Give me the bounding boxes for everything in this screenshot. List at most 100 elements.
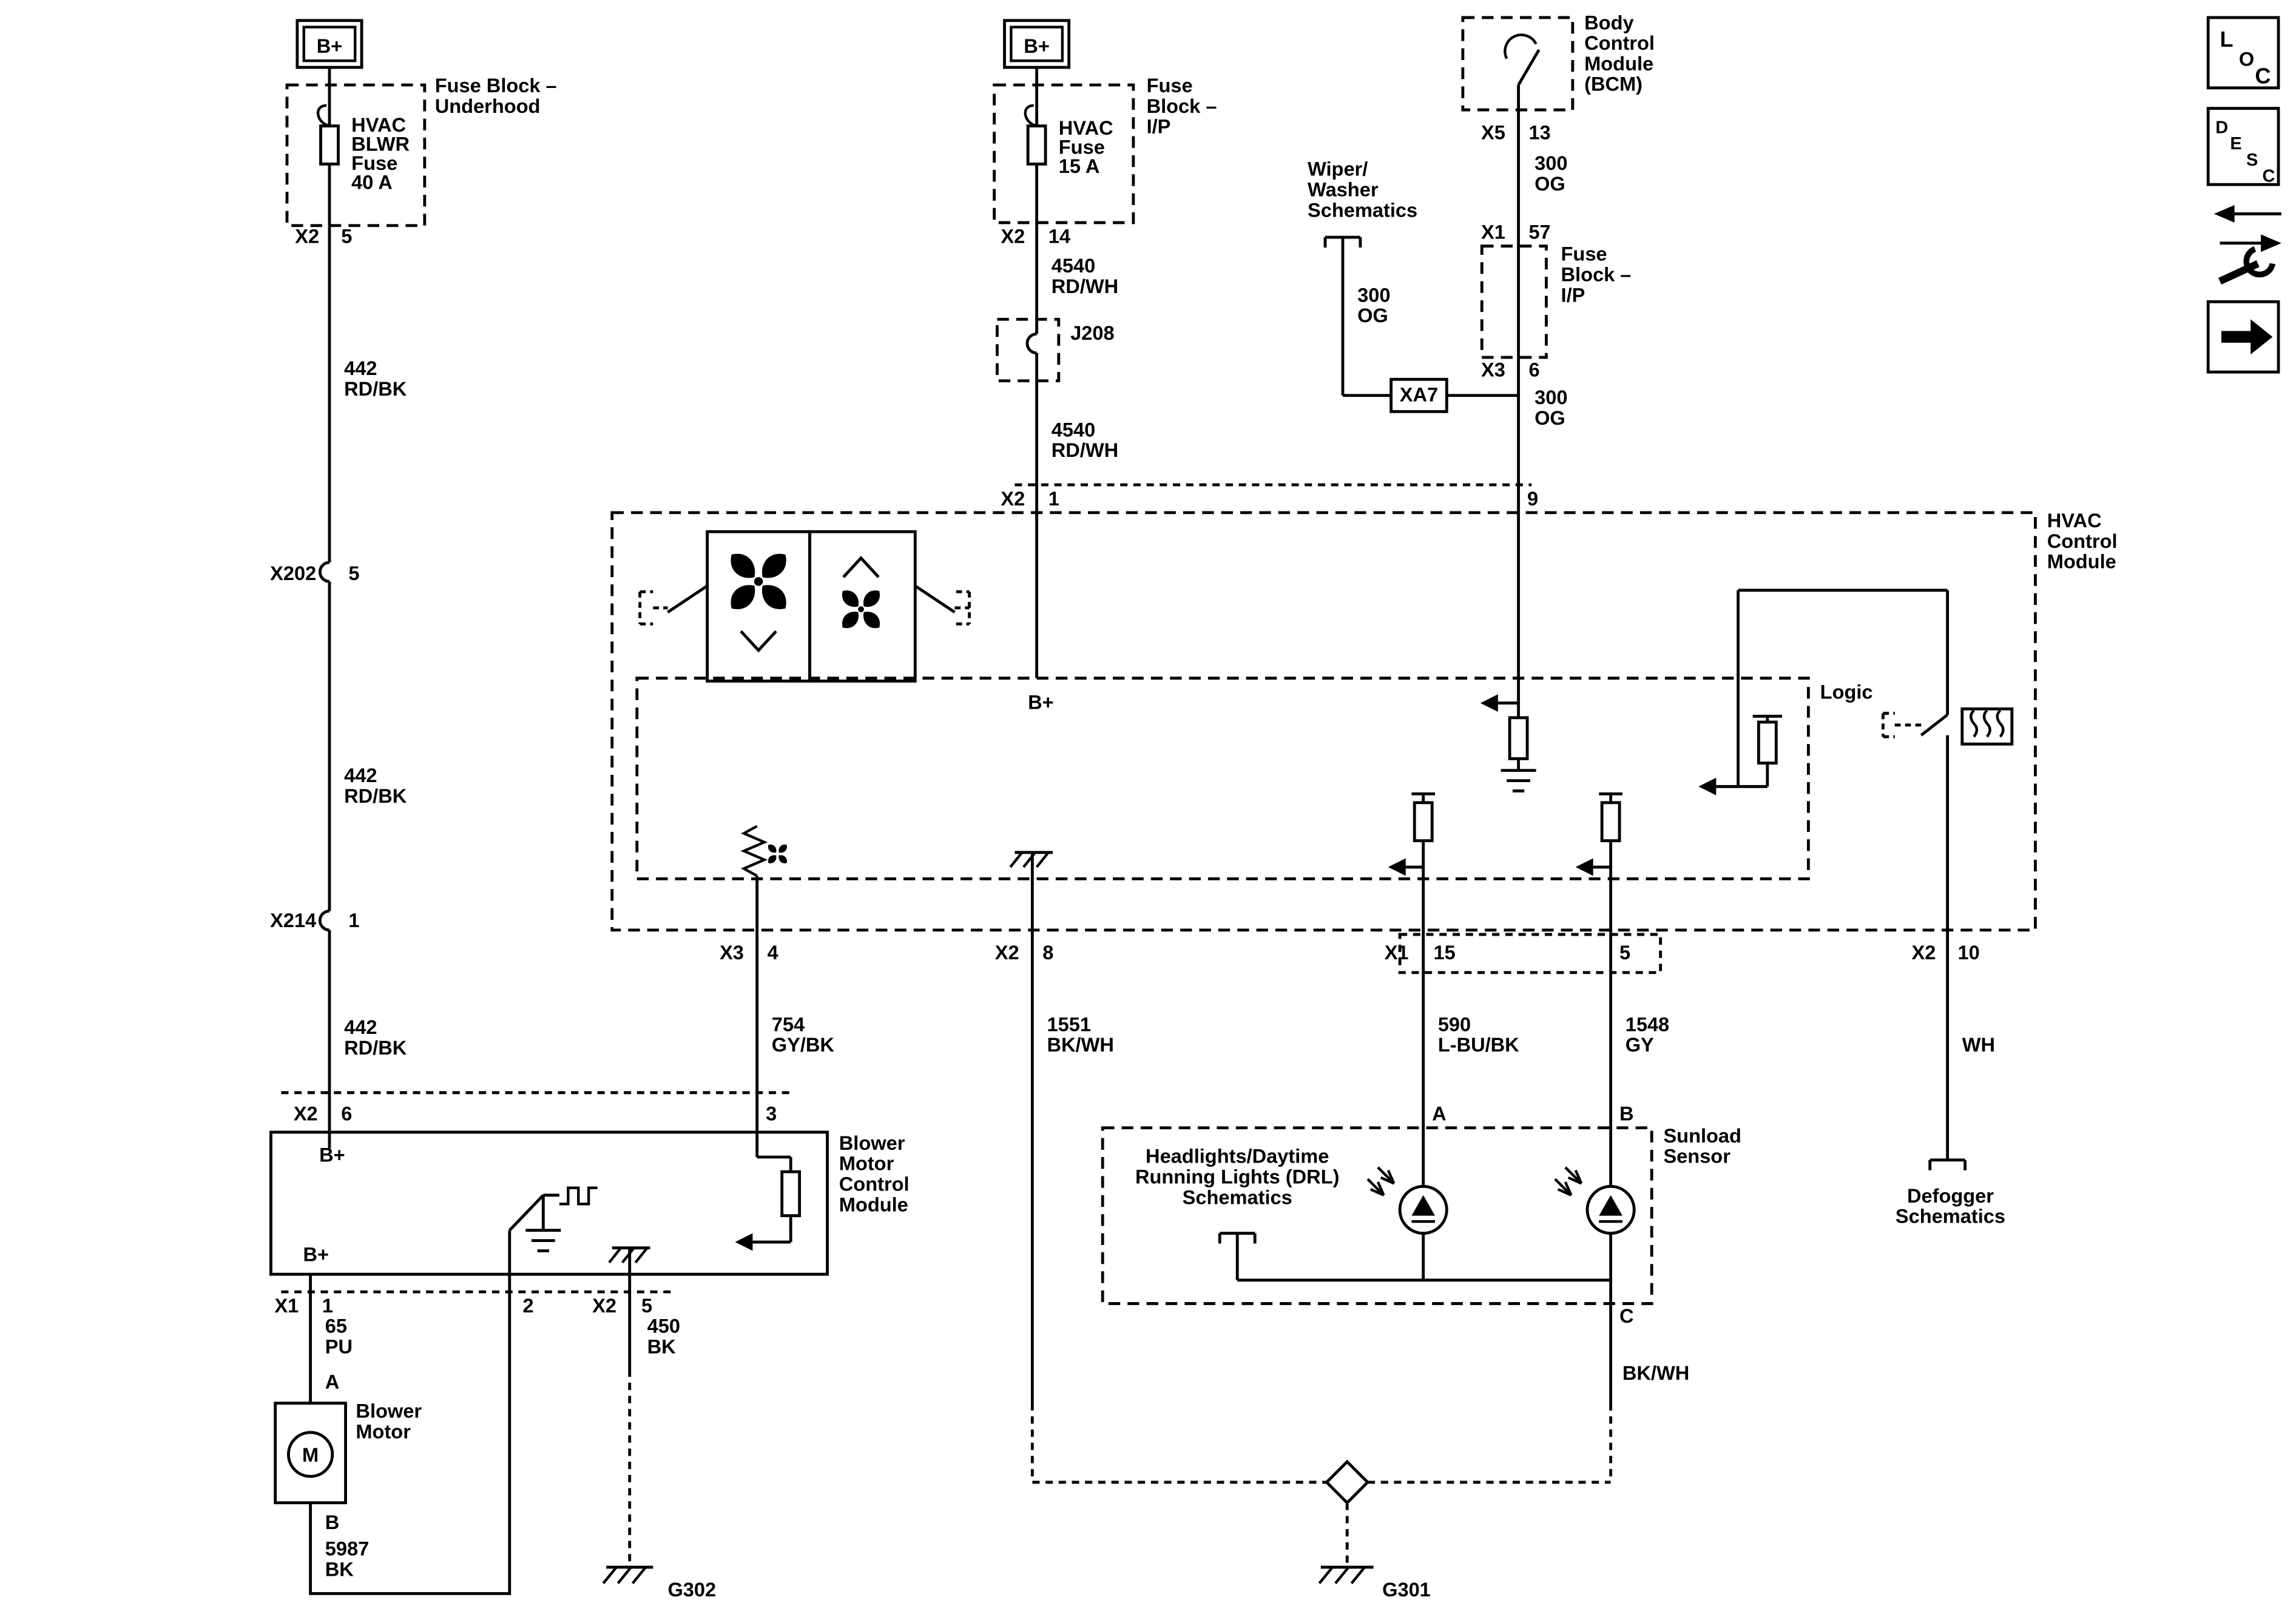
svg-text:6: 6 (1528, 359, 1539, 380)
fan-switch-right (914, 584, 971, 626)
svg-text:X214: X214 (270, 910, 316, 931)
svg-text:Module: Module (2047, 551, 2116, 573)
svg-text:5: 5 (641, 1295, 652, 1317)
sunload-sensor-drl: Headlights/Daytime Running Lights (DRL) … (1101, 1125, 1741, 1482)
svg-text:BK/WH: BK/WH (1622, 1362, 1689, 1384)
svg-text:Module: Module (839, 1193, 908, 1215)
svg-text:C: C (2262, 166, 2275, 186)
logic-outline (635, 677, 1810, 880)
blower-command-icon (740, 825, 789, 930)
svg-text:Schematics: Schematics (1308, 199, 1417, 221)
svg-text:L: L (2220, 27, 2234, 52)
drl-box (1101, 1126, 1653, 1305)
switch-blade-icon (1920, 714, 1949, 737)
svg-text:Underhood: Underhood (435, 95, 541, 117)
svg-text:57: 57 (1528, 221, 1550, 243)
svg-text:Fuse: Fuse (1059, 136, 1105, 158)
svg-text:8: 8 (1042, 942, 1053, 964)
svg-text:15: 15 (1434, 942, 1456, 964)
ground-icon (525, 1229, 561, 1252)
svg-text:4: 4 (768, 942, 778, 964)
nav-forward-button[interactable] (2206, 300, 2280, 374)
sunload-label: Sunload (1663, 1125, 1741, 1147)
chassis-ground-icon (608, 1246, 650, 1275)
svg-text:Running Lights (DRL): Running Lights (DRL) (1135, 1166, 1340, 1187)
sensor-input-15 (1388, 792, 1435, 930)
svg-text:300: 300 (1357, 284, 1390, 306)
svg-text:RD/WH: RD/WH (1052, 439, 1118, 461)
svg-text:OG: OG (1357, 305, 1388, 326)
svg-text:E: E (2230, 134, 2241, 154)
output-wires: 754 GY/BK 1551 BK/WH 590 L-BU/BK A 1548 … (755, 930, 1669, 1482)
svg-text:Sensor: Sensor (1663, 1146, 1730, 1167)
svg-text:L-BU/BK: L-BU/BK (1438, 1034, 1519, 1056)
svg-text:Fuse: Fuse (351, 152, 397, 174)
fuse-block-underhood-box (285, 83, 427, 228)
pwm-signal-icon (559, 1186, 598, 1206)
inline-connector-icon (1025, 332, 1037, 355)
pin-label: 5 (341, 226, 352, 248)
svg-text:5987: 5987 (325, 1538, 369, 1560)
ground-g302: 450 BK G302 (602, 1274, 716, 1601)
wiper-washer-ref: Wiper/ Washer Schematics 300 OG XA7 (1308, 158, 1519, 413)
svg-text:Control: Control (1584, 32, 1655, 54)
svg-text:RD/BK: RD/BK (344, 785, 407, 807)
svg-text:BK: BK (647, 1335, 677, 1357)
j208-box (996, 317, 1061, 383)
nav-desc-button[interactable]: D E S C (2206, 107, 2280, 186)
nav-repair-button[interactable] (2213, 204, 2281, 285)
svg-text:O: O (2239, 49, 2254, 70)
svg-text:65: 65 (325, 1315, 347, 1337)
connector-boundary (1398, 933, 1663, 974)
defogger-element-icon (1960, 707, 2014, 746)
svg-text:590: 590 (1438, 1013, 1471, 1035)
resistor-icon (1508, 716, 1529, 760)
svg-text:C: C (2255, 64, 2271, 89)
svg-text:Module: Module (1584, 53, 1653, 75)
svg-text:300: 300 (1535, 152, 1567, 174)
svg-text:Block –: Block – (1561, 263, 1632, 285)
bcm-input-network (1480, 512, 1536, 792)
bcm-feed: Body Control Module (BCM) X5 13 300 OG X… (1461, 12, 1655, 513)
motor-icon (287, 1431, 334, 1478)
nav-loc-button[interactable]: L O C (2206, 16, 2280, 90)
svg-text:BK: BK (325, 1558, 354, 1580)
fan-icon (837, 586, 885, 633)
inline-connector-icon (318, 910, 330, 932)
svg-text:Block –: Block – (1147, 95, 1217, 117)
svg-text:X3: X3 (720, 942, 744, 964)
photo-sensor-icon (1366, 1166, 1448, 1280)
ground-g301: G301 (1032, 1459, 1611, 1601)
svg-text:442: 442 (344, 357, 377, 379)
svg-text:X2: X2 (995, 942, 1019, 964)
inline-connector-icon (318, 561, 330, 583)
svg-text:3: 3 (766, 1103, 777, 1125)
svg-text:2: 2 (523, 1295, 534, 1317)
chevron-down-icon (740, 630, 777, 653)
svg-text:Fuse: Fuse (1147, 75, 1193, 96)
ground-label: G301 (1382, 1579, 1431, 1601)
fan-icon (724, 547, 792, 616)
blower-motor: 65 PU A M Blower Motor B 5987 BK (274, 1274, 512, 1595)
wire-5987-return (309, 1274, 512, 1595)
fuse-block-label: Fuse Block – (435, 75, 557, 96)
svg-text:13: 13 (1528, 121, 1550, 143)
connector-label: X2 (295, 226, 319, 248)
svg-text:1: 1 (348, 910, 359, 931)
svg-text:GY/BK: GY/BK (772, 1034, 835, 1056)
svg-text:X202: X202 (270, 562, 316, 584)
arrow-left-icon (1575, 858, 1593, 876)
svg-text:XA7: XA7 (1400, 383, 1438, 405)
offpage-bracket-icon (1218, 1232, 1257, 1280)
svg-text:HVAC: HVAC (1059, 117, 1113, 139)
resistor-icon (1413, 801, 1434, 843)
svg-text:B+: B+ (1024, 35, 1050, 57)
svg-text:14: 14 (1048, 226, 1070, 248)
svg-text:X3: X3 (1481, 359, 1505, 380)
svg-text:J208: J208 (1070, 322, 1114, 344)
defogger-switch (1882, 590, 1950, 930)
ip-power-feed: B+ HVAC Fuse 15 A Fuse Block – I/P X2 14… (993, 19, 1532, 678)
chassis-ground-icon (1318, 1565, 1374, 1584)
svg-text:Motor: Motor (356, 1420, 411, 1442)
svg-text:X2: X2 (294, 1103, 318, 1125)
